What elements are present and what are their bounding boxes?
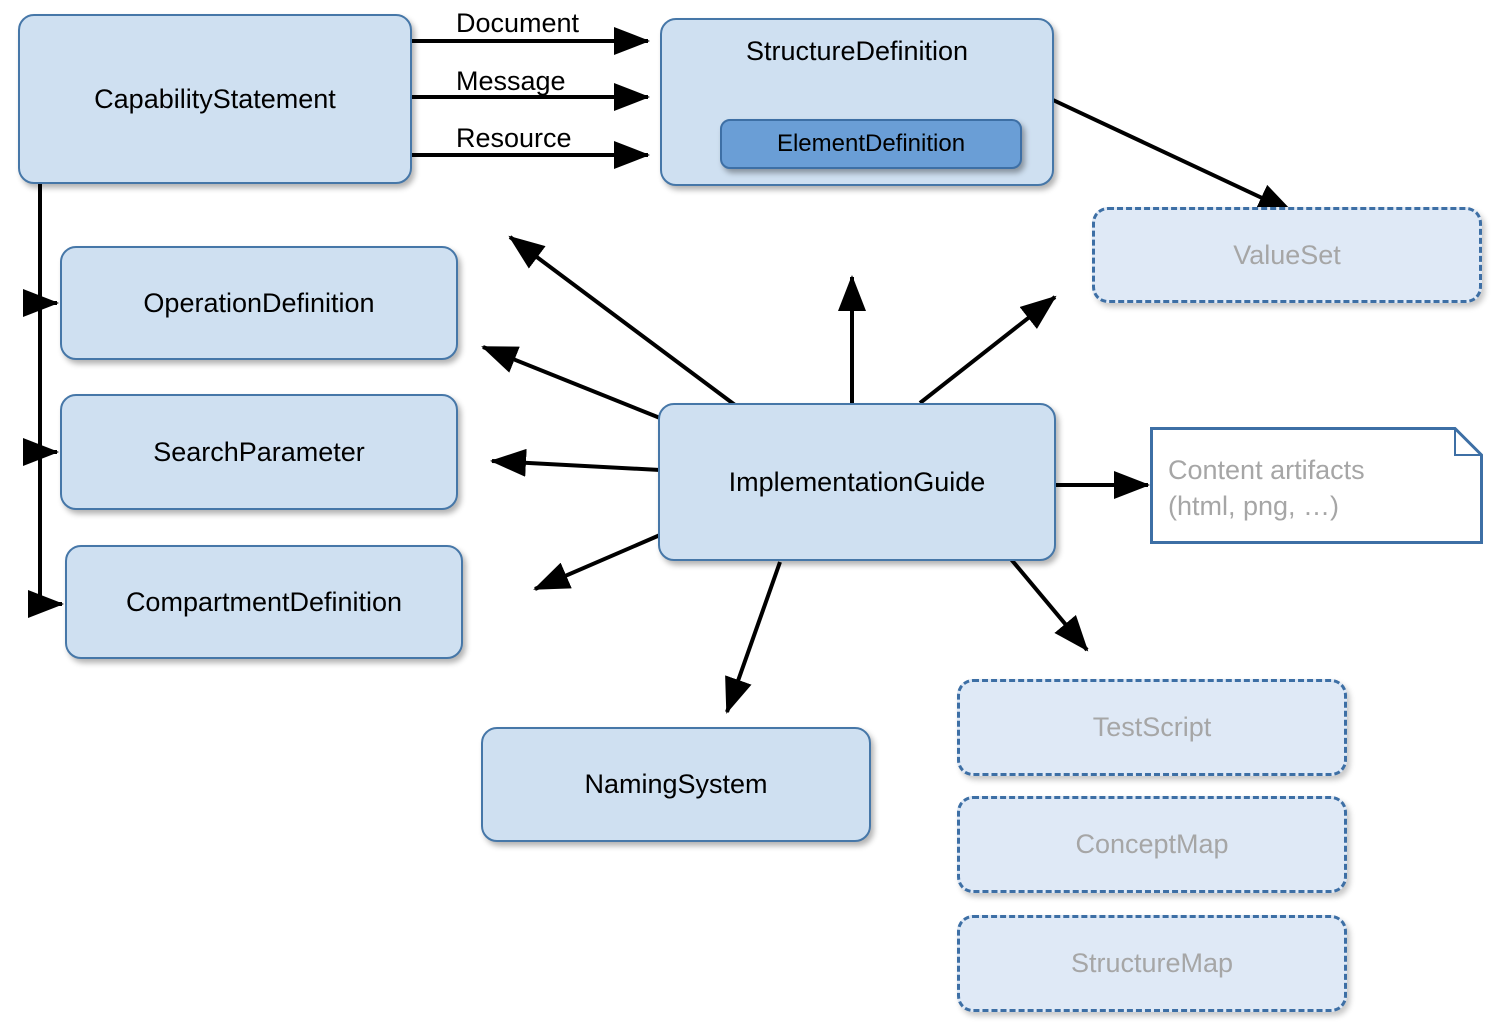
node-compartment-definition-label: CompartmentDefinition xyxy=(125,586,403,617)
node-compartment-definition[interactable]: CompartmentDefinition xyxy=(65,545,463,659)
node-search-parameter-label: SearchParameter xyxy=(153,436,365,467)
node-operation-definition[interactable]: OperationDefinition xyxy=(60,246,458,360)
edge-structure-to-valueset xyxy=(1052,98,1294,214)
edge-ig-to-namingsystem xyxy=(725,561,782,714)
node-element-definition[interactable]: ElementDefinition xyxy=(720,119,1022,169)
node-structure-map-label: StructureMap xyxy=(1070,948,1234,978)
edge-ig-to-structuredefinition xyxy=(508,235,737,407)
node-naming-system-label: NamingSystem xyxy=(584,769,768,799)
node-content-artifacts-label: Content artifacts (html, png, …) xyxy=(1168,455,1365,521)
node-capability-statement-label: CapabilityStatement xyxy=(94,83,336,114)
node-test-script-label: TestScript xyxy=(1092,712,1212,742)
node-naming-system[interactable]: NamingSystem xyxy=(481,727,871,842)
edge-ig-to-compartmentdefinition xyxy=(533,533,661,591)
edge-label-document: Document xyxy=(456,8,580,38)
node-value-set-label: ValueSet xyxy=(1233,239,1341,270)
edge-ig-up-right xyxy=(918,295,1057,405)
node-search-parameter[interactable]: SearchParameter xyxy=(60,394,458,510)
node-concept-map-label: ConceptMap xyxy=(1075,829,1229,859)
node-content-artifacts[interactable]: Content artifacts (html, png, …) xyxy=(1150,427,1483,544)
node-test-script[interactable]: TestScript xyxy=(957,679,1347,776)
edge-label-resource: Resource xyxy=(456,123,572,153)
edge-ig-to-testscript xyxy=(1008,556,1089,652)
node-concept-map[interactable]: ConceptMap xyxy=(957,796,1347,893)
node-structure-definition-label: StructureDefinition xyxy=(745,36,969,66)
node-implementation-guide[interactable]: ImplementationGuide xyxy=(658,403,1056,561)
node-capability-statement[interactable]: CapabilityStatement xyxy=(18,14,412,184)
node-implementation-guide-label: ImplementationGuide xyxy=(728,466,986,497)
edge-label-message: Message xyxy=(456,66,566,96)
node-operation-definition-label: OperationDefinition xyxy=(143,287,375,318)
node-element-definition-label: ElementDefinition xyxy=(776,130,966,157)
edge-ig-to-operationdefinition xyxy=(481,345,661,420)
node-structure-map[interactable]: StructureMap xyxy=(957,915,1347,1012)
node-value-set[interactable]: ValueSet xyxy=(1092,207,1482,303)
edge-ig-to-searchparameter xyxy=(490,448,661,477)
note-shape-icon xyxy=(1150,427,1483,544)
